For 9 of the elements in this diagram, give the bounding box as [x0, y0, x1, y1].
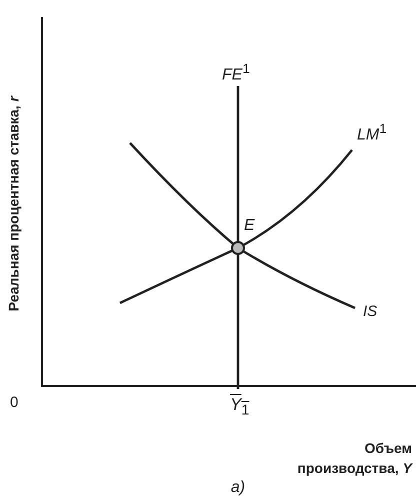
x-axis-label: Объем производства, Y — [296, 439, 412, 478]
y-axis-label: Реальная процентная ставка, r — [6, 94, 22, 314]
origin-label: 0 — [10, 395, 18, 412]
point-label: E — [244, 217, 255, 235]
axis-value-label: Y$_{1}$ — [230, 396, 250, 419]
curve-label: FE$^{1}$ — [222, 62, 250, 84]
caption: а) — [230, 479, 246, 497]
curve-label: LM$^{1}$ — [357, 122, 387, 144]
curve-label: IS — [363, 304, 378, 320]
